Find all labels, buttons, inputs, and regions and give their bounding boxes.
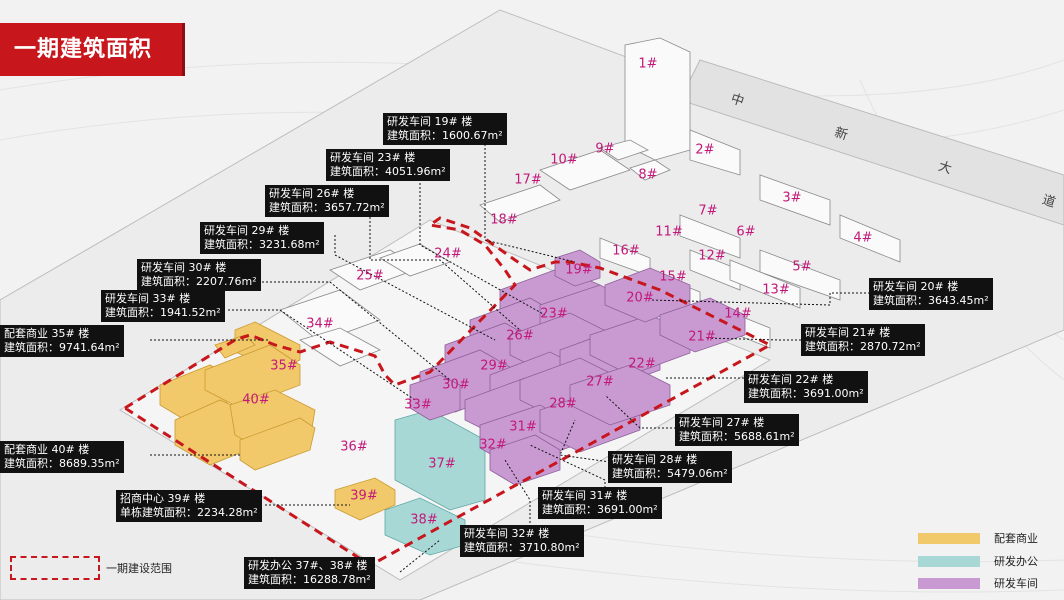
building-label: 38# — [410, 512, 438, 528]
building-label: 28# — [549, 396, 577, 412]
building-label: 3# — [782, 190, 802, 206]
callout-21: 研发车间 21# 楼建筑面积：2870.72m² — [801, 324, 925, 356]
callout-40: 配套商业 40# 楼建筑面积：8689.35m² — [0, 441, 124, 473]
workshop-buildings — [409, 249, 746, 486]
legend-label: 研发办公 — [994, 555, 1038, 568]
building-label: 16# — [612, 243, 640, 259]
dashed-boundary-swatch — [10, 556, 100, 580]
building-label: 31# — [509, 419, 537, 435]
building-label: 33# — [404, 397, 432, 413]
phase-boundary — [124, 216, 774, 567]
callout-39: 招商中心 39# 楼单栋建筑面积：2234.28m² — [116, 490, 262, 522]
callout-29: 研发车间 29# 楼建筑面积：3231.68m² — [200, 222, 324, 254]
building-label: 12# — [698, 248, 726, 264]
commercial-buildings — [159, 321, 396, 521]
callout-20: 研发车间 20# 楼建筑面积：3643.45m² — [869, 278, 993, 310]
building-label: 25# — [356, 268, 384, 284]
building-label: 6# — [736, 224, 756, 240]
callout-28: 研发车间 28# 楼建筑面积：5479.06m² — [608, 451, 732, 483]
building-label: 8# — [638, 167, 658, 183]
callout-27: 研发车间 27# 楼建筑面积：5688.61m² — [675, 414, 799, 446]
building-label: 18# — [490, 212, 518, 228]
building-label: 9# — [595, 141, 615, 157]
callout-35: 配套商业 35# 楼建筑面积：9741.64m² — [0, 325, 124, 357]
building-label: 36# — [340, 439, 368, 455]
building-label: 5# — [792, 259, 812, 275]
legend-label: 研发车间 — [994, 577, 1038, 590]
phase-legend: 一期建设范围 — [10, 556, 210, 580]
callout-33: 研发车间 33# 楼建筑面积：1941.52m² — [101, 290, 225, 322]
building-label: 20# — [626, 290, 654, 306]
building-label: 17# — [514, 172, 542, 188]
legend-label: 配套商业 — [994, 532, 1038, 545]
building-label: 35# — [270, 358, 298, 374]
building-label: 19# — [565, 262, 593, 278]
building-label: 30# — [442, 377, 470, 393]
legend-swatch — [918, 578, 980, 589]
legend-swatch — [918, 556, 980, 567]
building-label: 10# — [550, 152, 578, 168]
leader-lines — [150, 140, 870, 573]
building-label: 23# — [540, 306, 568, 322]
callout-26: 研发车间 26# 楼建筑面积：3657.72m² — [265, 185, 389, 217]
callout-22: 研发车间 22# 楼建筑面积：3691.00m² — [744, 371, 868, 403]
building-label: 39# — [350, 488, 378, 504]
building-label: 1# — [638, 56, 658, 72]
legend-workshop: 研发车间 — [918, 575, 1058, 591]
legend-commercial: 配套商业 — [918, 530, 1058, 546]
building-label: 4# — [853, 230, 873, 246]
building-label: 34# — [306, 316, 334, 332]
building-label: 27# — [586, 374, 614, 390]
phase-legend-label: 一期建设范围 — [106, 562, 172, 575]
building-label: 11# — [655, 224, 683, 240]
office-buildings — [384, 409, 486, 556]
callout-19: 研发车间 19# 楼建筑面积：1600.67m² — [383, 113, 507, 145]
page-title: 一期建筑面积 — [0, 23, 185, 76]
building-label: 14# — [724, 306, 752, 322]
building-label: 15# — [659, 269, 687, 285]
legend-office: 研发办公 — [918, 553, 1058, 569]
building-label: 40# — [242, 392, 270, 408]
callout-30: 研发车间 30# 楼建筑面积：2207.76m² — [137, 259, 261, 291]
building-label: 29# — [480, 358, 508, 374]
building-label: 2# — [695, 142, 715, 158]
building-label: 37# — [428, 456, 456, 472]
callout-32: 研发车间 32# 楼建筑面积：3710.80m² — [460, 525, 584, 557]
building-label: 32# — [479, 437, 507, 453]
legend-swatch — [918, 533, 980, 544]
building-label: 21# — [688, 329, 716, 345]
callout-31: 研发车间 31# 楼建筑面积：3691.00m² — [538, 487, 662, 519]
building-label: 24# — [434, 246, 462, 262]
callout-23: 研发车间 23# 楼建筑面积：4051.96m² — [326, 149, 450, 181]
callout-37-38: 研发办公 37#、38# 楼建筑面积：16288.78m² — [244, 557, 375, 589]
building-label: 7# — [698, 203, 718, 219]
building-label: 13# — [762, 282, 790, 298]
building-label: 26# — [506, 328, 534, 344]
building-label: 22# — [628, 356, 656, 372]
